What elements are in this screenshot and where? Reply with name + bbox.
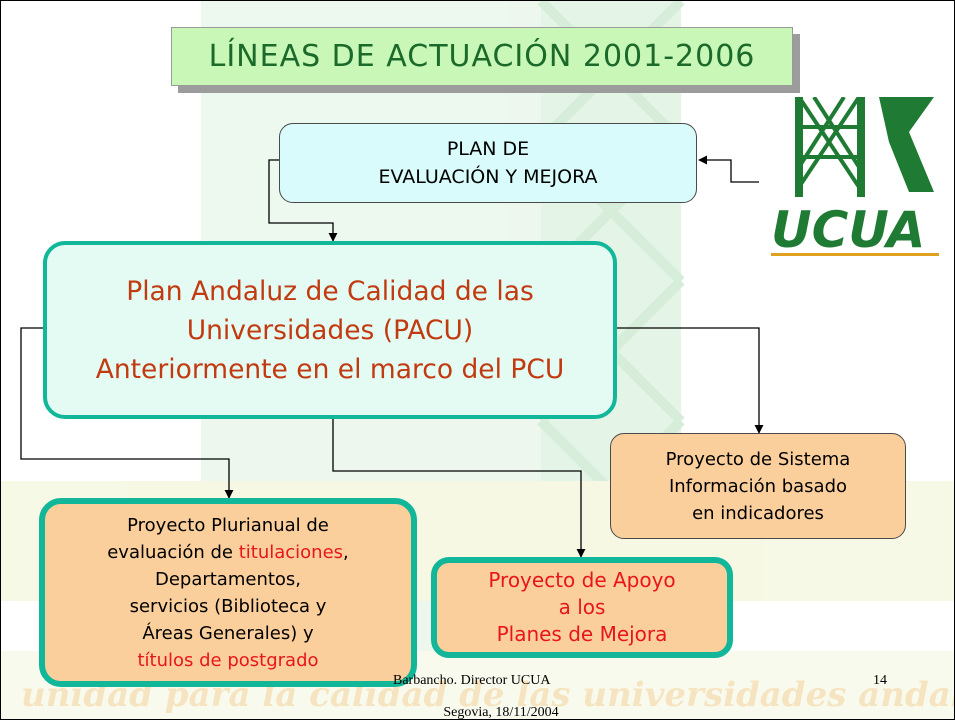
sistema-line1: Proyecto de Sistema — [665, 448, 851, 470]
plan-evaluacion-box: PLAN DE EVALUACIÓN Y MEJORA — [279, 123, 697, 203]
sistema-informacion-box: Proyecto de Sistema Información basado e… — [610, 433, 906, 539]
postgrado-highlight: títulos de postgrado — [137, 649, 319, 671]
titulaciones-highlight: titulaciones — [238, 541, 344, 563]
apoyo-line2: a los — [558, 595, 606, 619]
pacu-line2: Universidades (PACU) — [186, 314, 474, 346]
pacu-line3: Anteriormente en el marco del PCU — [95, 353, 565, 385]
plurianual-line4: servicios (Biblioteca y — [129, 595, 327, 617]
apoyo-line1: Proyecto de Apoyo — [488, 568, 676, 592]
pacu-box: Plan Andaluz de Calidad de las Universid… — [43, 241, 617, 419]
pacu-line1: Plan Andaluz de Calidad de las — [126, 275, 534, 307]
sistema-line2: Información basado — [668, 475, 848, 497]
plurianual-line2-prefix: evaluación de — [107, 541, 239, 563]
footer-place-date: Segovia, 18/11/2004 — [443, 705, 559, 720]
apoyo-box: Proyecto de Apoyo a los Planes de Mejora — [431, 557, 733, 658]
plan-line1: PLAN DE — [446, 138, 530, 160]
page-number: 14 — [873, 673, 887, 688]
plurianual-line2: evaluación de titulaciones, — [45, 539, 411, 566]
plan-line2: EVALUACIÓN Y MEJORA — [378, 166, 598, 188]
plurianual-box: Proyecto Plurianual de evaluación de tit… — [39, 498, 417, 687]
ucua-logo-icon: UCUA — [767, 95, 939, 259]
plurianual-line5: Áreas Generales) y — [142, 622, 314, 644]
footer-author: Barbancho. Director UCUA — [393, 673, 551, 688]
plurianual-line2-suffix: , — [343, 541, 349, 563]
plurianual-line3: Departamentos, — [154, 568, 302, 590]
sistema-line3: en indicadores — [692, 502, 824, 524]
apoyo-line3: Planes de Mejora — [496, 622, 668, 646]
slide-title: LÍNEAS DE ACTUACIÓN 2001-2006 — [171, 27, 793, 86]
plurianual-line1: Proyecto Plurianual de — [127, 514, 329, 536]
logo-text: UCUA — [771, 201, 925, 259]
ucua-logo: UCUA — [759, 95, 947, 265]
